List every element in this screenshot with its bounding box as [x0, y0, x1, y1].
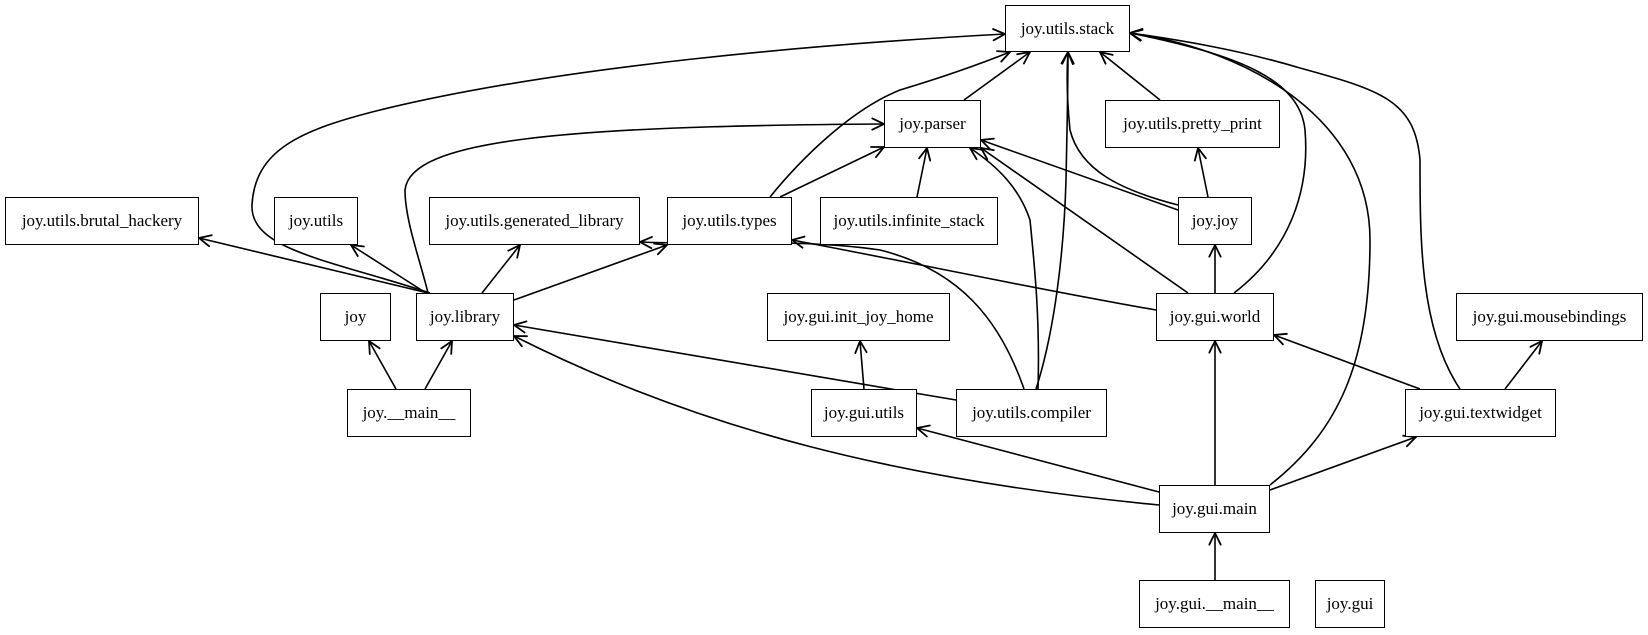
arrowhead-infinite-to-parser: [918, 145, 932, 162]
arrowhead-parser-to-stack: [1016, 50, 1032, 65]
node-mousebindings: joy.gui.mousebindings: [1456, 293, 1643, 341]
edge-gui_main-to-gui_utils: [916, 427, 1160, 493]
edge-compiler-to-parser: [969, 147, 1040, 390]
edge-textwidget-to-stack: [1129, 32, 1461, 390]
edge-library-to-brutal: [198, 237, 429, 294]
arrowhead-compiler-to-library: [511, 320, 528, 334]
node-pretty-print: joy.utils.pretty_print: [1105, 100, 1280, 148]
arrowhead-library-to-utils: [349, 243, 365, 257]
edge-gui_main-to-library: [513, 335, 1160, 506]
node-main: joy.__main__: [347, 389, 471, 437]
edge-textwidget-to-mousebindings: [1504, 340, 1543, 390]
arrowhead-textwidget-to-mousebindings: [1529, 339, 1544, 355]
arrowhead-main-to-joy: [367, 339, 381, 355]
node-textwidget: joy.gui.textwidget: [1405, 389, 1556, 437]
arrowhead-gui_main-to-world: [1208, 338, 1222, 354]
edge-infinite-to-parser: [916, 147, 928, 198]
arrowhead-library-to-types: [653, 242, 669, 256]
arrowhead-library-to-brutal: [196, 234, 213, 248]
edge-library-to-generated: [481, 244, 521, 294]
arrowhead-joyjoy-to-parser: [979, 137, 995, 151]
edge-gui_main-to-textwidget: [1269, 436, 1417, 491]
edge-world-to-stack: [1129, 32, 1307, 294]
edge-joyjoy-to-pretty_print: [1197, 147, 1209, 198]
arrowhead-gui_dunder_main-to-gui_main: [1208, 530, 1222, 546]
node-joyjoy: joy.joy: [1178, 197, 1252, 245]
node-gui: joy.gui: [1315, 580, 1385, 628]
edge-world-to-types: [791, 239, 1157, 311]
edge-library-to-types: [513, 244, 668, 301]
arrowhead-compiler-to-generated: [637, 236, 653, 250]
arrowhead-types-to-stack: [996, 50, 1012, 63]
edge-world-to-parser: [980, 147, 1189, 294]
node-parser: joy.parser: [884, 100, 981, 148]
node-brutal: joy.utils.brutal_hackery: [5, 197, 199, 245]
edge-parser-to-stack: [963, 51, 1031, 101]
arrowhead-gui_utils-to-init_home: [854, 338, 868, 354]
edge-types-to-parser: [779, 146, 885, 198]
arrowhead-compiler-to-stack: [1061, 49, 1075, 65]
node-gui-dunder-main: joy.gui.__main__: [1139, 580, 1290, 628]
edge-joyjoy-to-parser: [980, 139, 1179, 211]
edge-main-to-joy: [368, 340, 397, 390]
edge-compiler-to-library: [513, 324, 957, 401]
arrowhead-textwidget-to-world: [1272, 332, 1288, 346]
arrowhead-gui_main-to-gui_utils: [915, 424, 931, 438]
edge-library-to-parser: [404, 123, 885, 294]
node-gui-utils: joy.gui.utils: [811, 389, 917, 437]
edge-gui_utils-to-init_home: [859, 340, 865, 390]
node-world: joy.gui.world: [1156, 293, 1274, 341]
node-library: joy.library: [416, 293, 514, 341]
arrowhead-textwidget-to-stack: [1127, 28, 1144, 42]
edge-pretty_print-to-stack: [1099, 51, 1161, 101]
node-stack: joy.utils.stack: [1005, 5, 1130, 52]
node-infinite: joy.utils.infinite_stack: [820, 197, 998, 245]
arrowhead-joyjoy-to-pretty_print: [1193, 145, 1207, 162]
edge-textwidget-to-world: [1273, 334, 1421, 390]
edge-main-to-library: [424, 340, 453, 390]
node-init-home: joy.gui.init_joy_home: [767, 293, 950, 341]
arrowhead-world-to-types: [789, 235, 806, 249]
node-compiler: joy.utils.compiler: [956, 389, 1107, 437]
arrowhead-library-to-generated: [507, 243, 522, 259]
node-joy: joy: [320, 293, 391, 341]
arrowhead-gui_main-to-library: [512, 335, 528, 348]
edge-library-to-stack: [251, 33, 1006, 294]
arrowhead-compiler-to-parser: [968, 146, 984, 161]
edge-gui_main-to-stack: [1129, 32, 1371, 486]
edge-types-to-stack: [769, 51, 1011, 198]
edge-library-to-utils: [350, 244, 427, 294]
node-utils: joy.utils: [274, 197, 358, 245]
arrowhead-world-to-parser: [979, 146, 995, 161]
node-generated: joy.utils.generated_library: [429, 197, 640, 245]
edge-compiler-to-stack: [1035, 51, 1069, 390]
arrowhead-main-to-library: [440, 339, 454, 355]
node-types: joy.utils.types: [667, 197, 792, 245]
arrowhead-world-to-joyjoy: [1208, 242, 1222, 258]
arrowhead-pretty_print-to-stack: [1098, 50, 1114, 65]
node-gui-main: joy.gui.main: [1159, 485, 1270, 533]
